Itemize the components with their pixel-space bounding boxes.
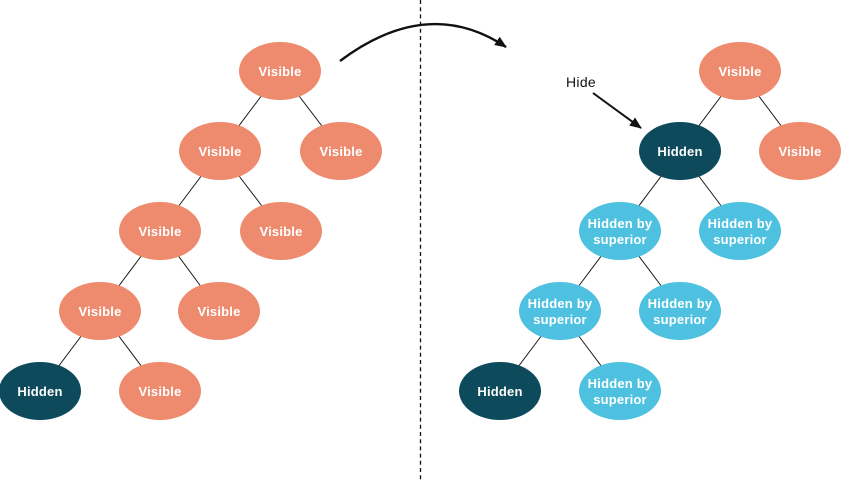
tree-node-label: Visible: [78, 304, 121, 319]
tree-node-visible: Visible: [239, 42, 321, 100]
hide-annotation-arrow: [592, 92, 642, 129]
tree-node-label: Visible: [258, 64, 301, 79]
tree-node-label: Visible: [319, 144, 362, 159]
transform-arrow: [339, 22, 507, 62]
tree-node-visible: Visible: [119, 362, 201, 420]
tree-node-label: Hidden: [657, 144, 702, 159]
tree-node-ellipse: [179, 122, 261, 180]
tree-node-ellipse: [239, 42, 321, 100]
tree-node-visible: Visible: [178, 282, 260, 340]
tree-node-visible: Visible: [119, 202, 201, 260]
tree-node-ellipse: [300, 122, 382, 180]
tree-node-ellipse: [579, 202, 661, 260]
tree-node-hidden: Hidden: [459, 362, 541, 420]
hide-annotation-label: Hide: [566, 74, 596, 90]
tree-node-hidden: Hidden: [639, 122, 721, 180]
tree-node-visible: Visible: [759, 122, 841, 180]
tree-node-label: Visible: [138, 224, 181, 239]
tree-node-ellipse: [759, 122, 841, 180]
tree-node-visible: Visible: [59, 282, 141, 340]
tree-node-label: Hidden: [477, 384, 522, 399]
tree-node-hidden: Hidden: [0, 362, 81, 420]
tree-node-visible: Visible: [699, 42, 781, 100]
tree-node-ellipse: [59, 282, 141, 340]
tree-node-label: Visible: [718, 64, 761, 79]
tree-node-ellipse: [639, 122, 721, 180]
tree-node-ellipse: [519, 282, 601, 340]
tree-node-ellipse: [459, 362, 541, 420]
tree-node-ellipse: [178, 282, 260, 340]
tree-node-label: Visible: [259, 224, 302, 239]
tree-node-ellipse: [119, 362, 201, 420]
tree-node-ellipse: [240, 202, 322, 260]
tree-node-visible: Visible: [240, 202, 322, 260]
tree-node-ellipse: [699, 202, 781, 260]
tree-node-label: Hidden: [17, 384, 62, 399]
tree-node-ellipse: [699, 42, 781, 100]
tree-node-ellipse: [639, 282, 721, 340]
tree-node-ellipse: [0, 362, 81, 420]
tree-node-visible: Visible: [300, 122, 382, 180]
tree-node-label: Visible: [198, 144, 241, 159]
tree-node-label: Visible: [778, 144, 821, 159]
tree-node-ellipse: [579, 362, 661, 420]
tree-node-label: Visible: [138, 384, 181, 399]
tree-node-label: Visible: [197, 304, 240, 319]
tree-node-visible: Visible: [179, 122, 261, 180]
tree-node-ellipse: [119, 202, 201, 260]
